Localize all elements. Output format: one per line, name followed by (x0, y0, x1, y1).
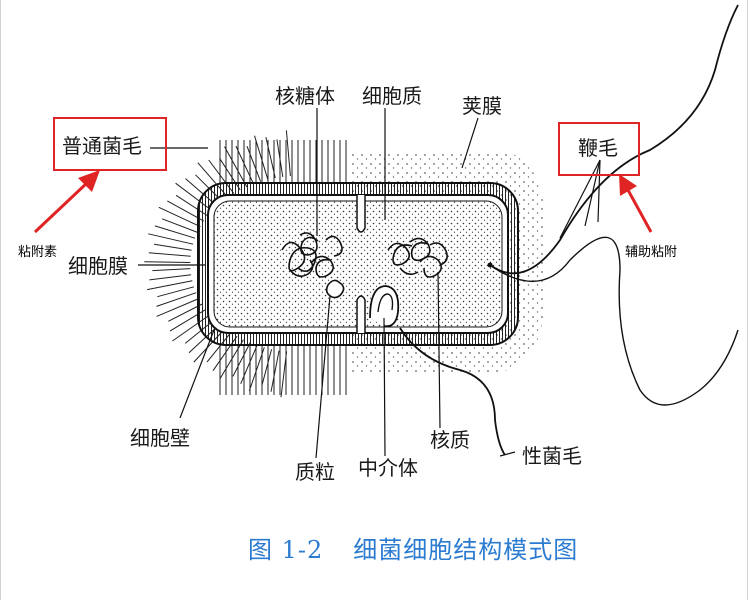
left-divider (0, 0, 1, 600)
pilus-line (154, 243, 192, 251)
pilus-line (147, 280, 193, 291)
label-common-pili: 普通菌毛 (62, 134, 142, 158)
pilus-line (152, 268, 191, 272)
nucleoid-right (387, 237, 448, 278)
pilus-line (168, 303, 203, 322)
label-sex-pilus: 性菌毛 (522, 444, 582, 468)
label-mesosome: 中介体 (358, 456, 418, 480)
label-nucleoid: 核质 (430, 428, 470, 452)
pilus-line (156, 298, 200, 317)
figure-caption: 图 1-2 细菌细胞结构模式图 (248, 530, 578, 565)
pilus-line (148, 233, 194, 245)
septum-shape (356, 195, 366, 233)
pilus-line (156, 292, 197, 307)
red-arrows (33, 170, 653, 234)
granule-shape (325, 279, 345, 299)
pilus-line (148, 252, 191, 257)
pilus-line (157, 286, 195, 298)
common-pili-highlight-box (53, 117, 167, 171)
label-capsule: 荚膜 (462, 94, 502, 118)
label-ribosome: 核糖体 (275, 84, 335, 108)
label-cytoplasm: 细胞质 (362, 84, 422, 108)
pilus-line (285, 130, 291, 177)
pilus-line (232, 342, 251, 377)
label-cell-wall: 细胞壁 (130, 426, 190, 450)
label-flagellum: 鞭毛 (578, 136, 618, 160)
pilus-line (235, 145, 255, 185)
figure-title: 细菌细胞结构模式图 (353, 536, 579, 564)
sex-pilus-shape (399, 327, 506, 456)
note-adhesin: 粘附素 (18, 245, 58, 260)
pilus-line (158, 206, 201, 228)
pilus-line (261, 349, 273, 387)
pilus-line (246, 146, 262, 182)
figure-number: 图 1-2 (248, 536, 324, 564)
flagellum-highlight-box (558, 122, 640, 176)
flagellum-shape (489, 4, 739, 275)
pilus-line (161, 218, 198, 233)
pilus-line (254, 135, 269, 180)
label-granule: 质粒 (295, 460, 335, 484)
label-cell-membrane: 细胞膜 (68, 254, 128, 278)
pilus-line (144, 261, 191, 263)
leader-lines (138, 108, 601, 459)
pilus-line (149, 274, 192, 281)
pilus-line (154, 225, 196, 239)
nucleoid-left (281, 232, 343, 278)
note-aux-adhesion: 辅助粘附 (625, 245, 678, 260)
pilus-line (240, 345, 258, 384)
pilus-line (224, 146, 248, 188)
pilus-line (270, 350, 280, 392)
